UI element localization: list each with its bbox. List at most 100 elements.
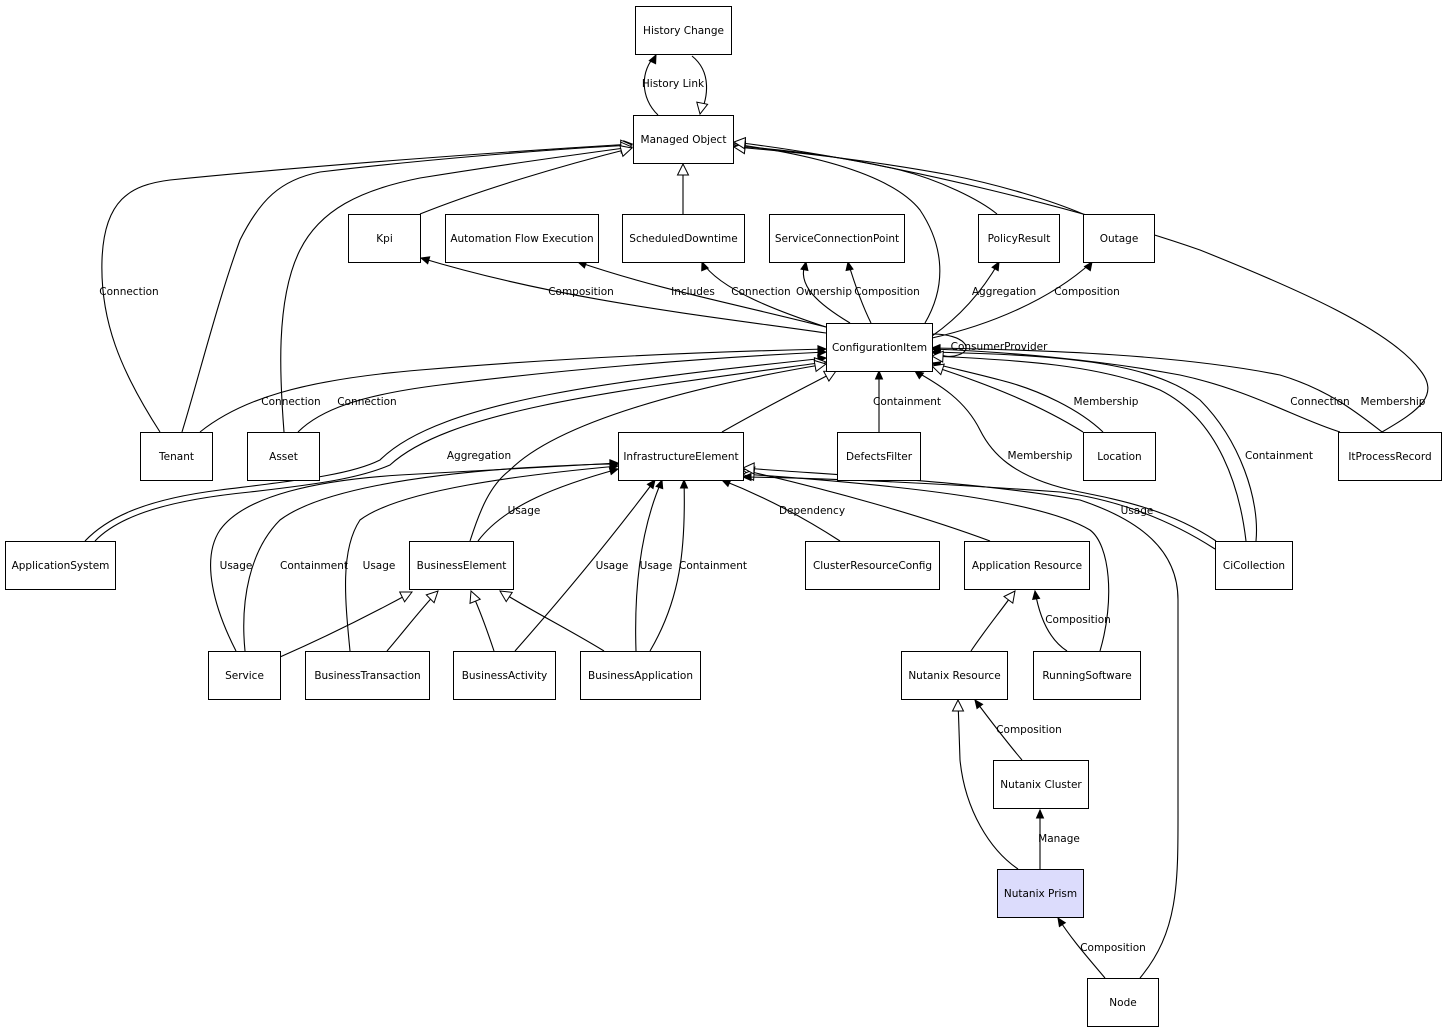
edge-line (297, 351, 827, 433)
node-managed-object[interactable]: Managed Object (633, 115, 734, 164)
node-box (618, 432, 744, 481)
inheritance-arrowhead (1003, 590, 1016, 604)
edge-nutanix-resource-to-application-resource (970, 590, 1016, 652)
edge-ci-collection-to-configuration-item: Membership (914, 370, 1217, 542)
association-arrowhead (655, 478, 664, 490)
node-application-system[interactable]: ApplicationSystem (5, 541, 116, 590)
edge-label: Membership (1361, 396, 1426, 408)
node-business-application[interactable]: BusinessApplication (580, 651, 701, 700)
edge-line (742, 476, 1216, 550)
node-nutanix-cluster[interactable]: Nutanix Cluster (993, 760, 1089, 809)
edge-ci-collection-to-configuration-item (930, 350, 1247, 542)
edge-label: Connection (99, 286, 158, 298)
node-application-resource[interactable]: Application Resource (964, 541, 1090, 590)
node-cluster-resource-config[interactable]: ClusterResourceConfig (805, 541, 940, 590)
node-box (453, 651, 556, 700)
node-label: Nutanix Resource (908, 670, 1000, 682)
association-arrowhead (914, 370, 925, 380)
edge-line (199, 348, 827, 433)
node-policy-result[interactable]: PolicyResult (978, 214, 1060, 263)
edge-line (931, 351, 1258, 542)
node-scheduled-downtime[interactable]: ScheduledDowntime (622, 214, 745, 263)
edge-nutanix-cluster-to-nutanix-resource: Composition (974, 699, 1062, 761)
node-box (1083, 432, 1156, 481)
node-defects-filter[interactable]: DefectsFilter (837, 432, 921, 481)
node-label: PolicyResult (988, 233, 1051, 245)
edge-ci-collection-to-infrastructure-element: Usage (741, 472, 1216, 550)
edge-label: Usage (1121, 505, 1154, 517)
association-arrowhead (419, 256, 431, 265)
node-box (805, 541, 940, 590)
edge-line (721, 370, 837, 433)
edge-label: Containment (873, 396, 941, 408)
association-arrowhead (646, 479, 656, 490)
edge-line (386, 590, 439, 652)
node-box (5, 541, 116, 590)
node-box (1083, 214, 1155, 263)
node-business-transaction[interactable]: BusinessTransaction (305, 651, 430, 700)
edge-line (931, 261, 1000, 337)
node-business-activity[interactable]: BusinessActivity (453, 651, 556, 700)
inheritance-arrowhead (619, 145, 634, 158)
node-location[interactable]: Location (1083, 432, 1156, 481)
node-label: Service (225, 670, 264, 682)
node-label: ApplicationSystem (12, 560, 110, 572)
inheritance-arrowhead (469, 589, 482, 605)
node-label: ItProcessRecord (1348, 451, 1431, 463)
node-infrastructure-element[interactable]: InfrastructureElement (618, 432, 744, 481)
edge-label: Containment (1245, 450, 1313, 462)
edge-configuration-item-to-outage: Composition (931, 260, 1120, 339)
edge-label: Composition (1080, 942, 1146, 954)
edge-business-element-to-configuration-item (469, 359, 828, 542)
edge-line (721, 479, 841, 542)
node-nutanix-resource[interactable]: Nutanix Resource (901, 651, 1008, 700)
edge-label: Composition (548, 286, 614, 298)
edge-line (733, 146, 1084, 215)
association-arrowhead (608, 467, 620, 476)
association-arrowhead (648, 53, 657, 65)
node-asset[interactable]: Asset (247, 432, 320, 481)
node-configuration-item[interactable]: ConfigurationItem (826, 323, 933, 372)
node-history-change[interactable]: History Change (635, 6, 732, 55)
edge-line (280, 146, 633, 433)
association-arrowhead (1083, 260, 1093, 272)
edge-line (577, 261, 827, 328)
node-label: InfrastructureElement (623, 451, 738, 463)
edge-line (957, 699, 1019, 870)
node-outage[interactable]: Outage (1083, 214, 1155, 263)
node-automation-flow-execution[interactable]: Automation Flow Execution (445, 214, 599, 263)
node-service[interactable]: Service (208, 651, 281, 700)
node-running-software[interactable]: RunningSoftware (1033, 651, 1141, 700)
edge-defects-filter-to-configuration-item: Containment (873, 369, 941, 432)
association-arrowhead (974, 699, 984, 710)
edge-business-activity-to-infrastructure-element: Usage (514, 479, 656, 652)
node-business-element[interactable]: BusinessElement (409, 541, 514, 590)
node-label: ClusterResourceConfig (813, 560, 932, 572)
node-box (964, 541, 1090, 590)
node-box (1215, 541, 1293, 590)
node-label: Node (1109, 997, 1136, 1009)
inheritance-arrowhead (732, 136, 747, 150)
edge-label: History Link (642, 78, 705, 90)
node-tenant[interactable]: Tenant (140, 432, 213, 481)
node-it-process-record[interactable]: ItProcessRecord (1338, 432, 1442, 481)
edge-label: Aggregation (972, 286, 1036, 298)
node-label: Tenant (158, 451, 194, 463)
edge-label: Connection (261, 396, 320, 408)
node-box (580, 651, 701, 700)
node-nutanix-prism[interactable]: Nutanix Prism (997, 869, 1084, 918)
edge-business-transaction-to-business-element (386, 590, 439, 652)
edge-line (84, 357, 827, 542)
node-service-connection-point[interactable]: ServiceConnectionPoint (769, 214, 905, 263)
edge-managed-object-to-history-change: History Link (642, 53, 705, 116)
node-label: CiCollection (1223, 560, 1285, 572)
node-ci-collection[interactable]: CiCollection (1215, 541, 1293, 590)
edge-line (914, 370, 1217, 542)
association-arrowhead (845, 260, 854, 272)
node-node[interactable]: Node (1087, 978, 1159, 1027)
node-label: BusinessActivity (462, 670, 548, 682)
edge-line (94, 361, 827, 542)
node-label: Asset (269, 451, 298, 463)
node-kpi[interactable]: Kpi (348, 214, 421, 263)
